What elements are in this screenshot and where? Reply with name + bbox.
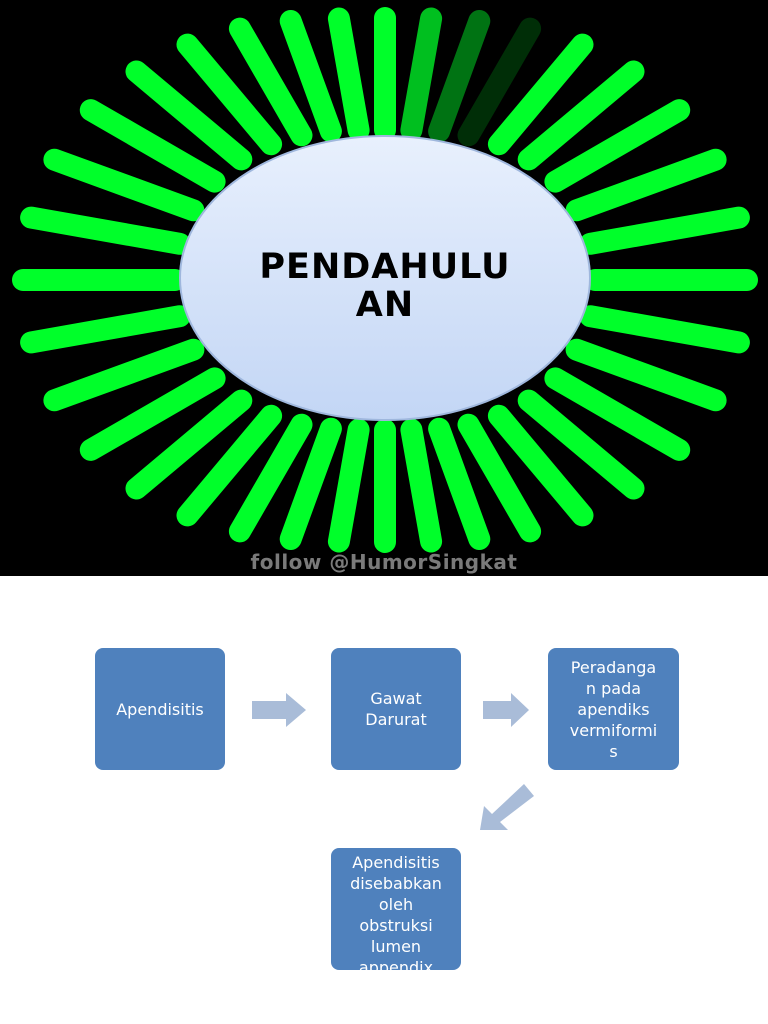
sunburst-ray [487,404,594,527]
sunburst-ray [20,206,191,255]
sunburst-ray [125,60,253,171]
step-peradangan: Peradanga n pada apendiks vermiformi s [548,648,679,770]
sunburst-ray [565,148,727,222]
sunburst-ray [579,305,750,354]
down-left-arrow-icon [480,784,534,830]
sunburst-ray [400,7,443,142]
step-label: Peradanga n pada apendiks vermiformi s [569,657,658,761]
sunburst-ray [517,389,645,500]
sunburst-ray [544,367,691,461]
sunburst-ray [279,10,342,143]
sunburst-ray [579,206,750,255]
sunburst-ray [228,413,313,543]
sunburst-ray [79,367,226,461]
step-gawat-darurat: Gawat Darurat [331,648,461,770]
sunburst-ray [428,417,491,550]
sunburst-ray [228,17,313,147]
step-label: Gawat Darurat [365,689,427,729]
sunburst-ray [400,418,443,553]
watermark-text: follow @HumorSingkat [250,550,518,574]
center-ellipse [179,135,591,421]
sunburst-ray [327,7,370,142]
sunburst-ray [79,99,226,193]
sunburst-ray [457,17,542,147]
sunburst-ray [565,338,727,412]
step-penyebab: Apendisitis disebabkan oleh obstruksi lu… [331,848,461,970]
step-apendisitis: Apendisitis [95,648,225,770]
sunburst-ray [176,33,283,156]
sunburst-ray [279,417,342,550]
title-banner: PENDAHULU AN follow @HumorSingkat [0,0,768,576]
right-arrow-icon [483,693,529,727]
sunburst-ray [428,10,491,143]
sunburst-ray [43,338,205,412]
step-label: Apendisitis disebabkan oleh obstruksi lu… [350,853,442,970]
sunburst-ray [43,148,205,222]
sunburst-ray [20,305,191,354]
sunburst-ray [517,60,645,171]
sunburst-ray [327,418,370,553]
right-arrow-icon [252,693,306,727]
page-title: PENDAHULU AN [259,247,511,325]
sunburst-ray [176,404,283,527]
step-label: Apendisitis [116,699,204,719]
sunburst-ray [544,99,691,193]
sunburst-ray [457,413,542,543]
sunburst-ray [125,389,253,500]
sunburst-graphic [12,7,758,553]
sunburst-ray [487,33,594,156]
